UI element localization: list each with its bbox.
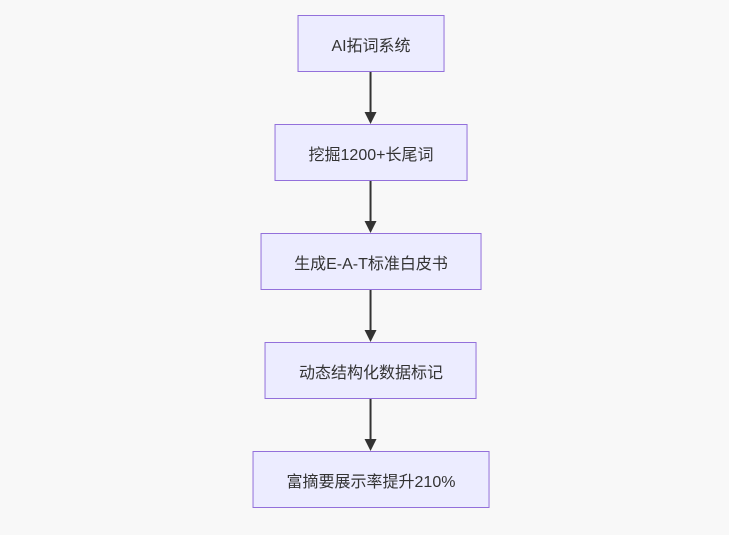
flow-node: 富摘要展示率提升210% (252, 451, 490, 508)
flowchart: AI拓词系统 挖掘1200+长尾词 生成E-A-T标准白皮书 动态结构化数据标记… (252, 15, 490, 508)
arrow-down-icon (365, 399, 377, 451)
arrow-down-icon (365, 72, 377, 124)
flow-node: AI拓词系统 (297, 15, 445, 72)
arrow-down-icon (365, 290, 377, 342)
flow-node: 动态结构化数据标记 (264, 342, 477, 399)
flow-node-label: 富摘要展示率提升210% (286, 473, 456, 491)
flow-node-label: AI拓词系统 (331, 37, 411, 55)
flow-node-label: 生成E-A-T标准白皮书 (294, 255, 448, 273)
flow-node: 生成E-A-T标准白皮书 (260, 233, 482, 290)
flow-node-label: 动态结构化数据标记 (298, 364, 443, 382)
flow-node-label: 挖掘1200+长尾词 (308, 146, 434, 164)
flow-node: 挖掘1200+长尾词 (274, 124, 468, 181)
arrow-down-icon (365, 181, 377, 233)
